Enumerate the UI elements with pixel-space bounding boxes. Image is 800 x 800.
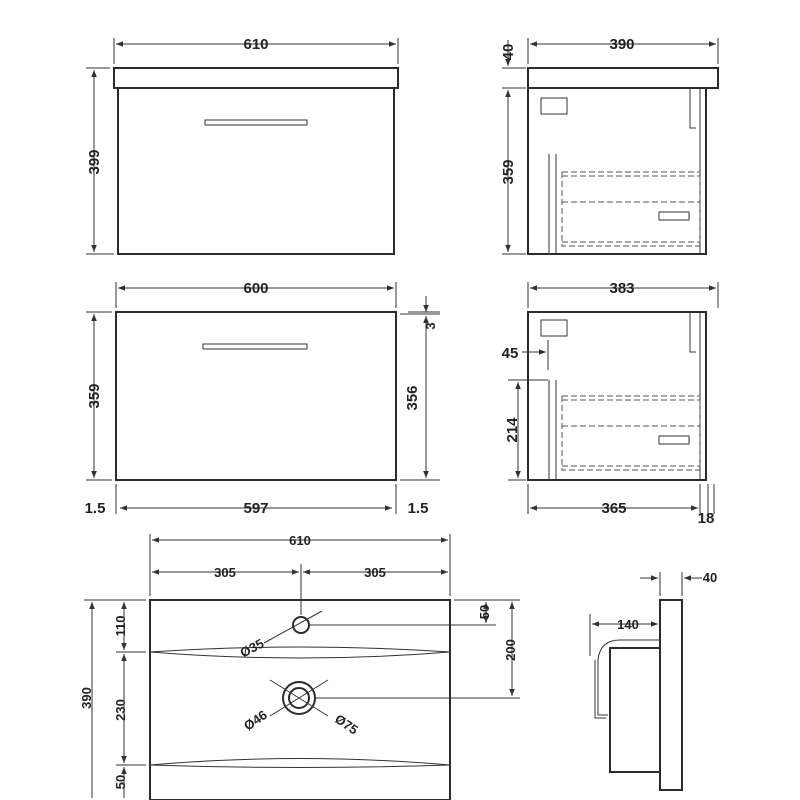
front-worktop: [113, 67, 399, 89]
side-carcass: [527, 87, 707, 255]
carcass-drawer-depth-label: 365: [601, 500, 626, 517]
section-wall: [659, 599, 683, 791]
basin-section-view: 40 140: [589, 570, 717, 791]
waste-outer-diameter-label: Ø75: [332, 711, 361, 737]
side-depth-label: 390: [609, 36, 634, 53]
basin-bowl-top-edge: [149, 651, 451, 659]
carcass-front-handle: [202, 343, 308, 350]
carcass-side-view: 383 45 214 365 18: [502, 280, 719, 527]
carcass-side-right-label: 1.5: [408, 500, 429, 517]
carcass-top-gap-label: 3: [423, 322, 438, 329]
waste-inner-diameter-label: Ø46: [241, 707, 270, 733]
section-bowl: [609, 647, 660, 773]
side-height-label: 359: [500, 159, 517, 184]
carcass-drawer-height-label: 214: [504, 417, 521, 443]
basin-seg-bottom-label: 50: [113, 775, 128, 789]
basin-seg-mid-label: 230: [113, 699, 128, 721]
front-height-label: 399: [86, 149, 103, 174]
side-worktop: [527, 67, 719, 89]
carcass-front-view: 600 359 356 3 597 1.5 1.5: [85, 280, 440, 517]
section-thickness-label: 40: [703, 570, 717, 585]
basin-width-label: 610: [289, 533, 311, 548]
carcass-height-right-label: 356: [404, 385, 421, 410]
front-handle: [204, 119, 308, 126]
waste-inner: [288, 687, 310, 709]
carcass-front-body: [115, 311, 397, 481]
carcass-side-body: [527, 311, 707, 481]
side-view: 390 40 359: [500, 36, 719, 255]
basin-bowl-bottom-edge: [149, 758, 451, 766]
basin-outline: [149, 599, 451, 800]
basin-half-left-label: 305: [214, 565, 236, 580]
section-depth-label: 140: [617, 617, 639, 632]
tap-hole-diameter-label: Ø35: [238, 636, 267, 661]
carcass-width-label: 600: [243, 280, 268, 297]
carcass-side-bracket: [540, 319, 568, 337]
front-view: 610 399: [86, 36, 399, 255]
carcass-side-drawer-slot: [658, 435, 690, 445]
carcass-back-gap-label: 18: [698, 510, 715, 527]
basin-tap-offset-label: 50: [477, 605, 492, 619]
front-width-label: 610: [243, 36, 268, 53]
carcass-inner-width-label: 597: [243, 500, 268, 517]
basin-depth-label: 390: [79, 687, 94, 709]
carcass-height-left-label: 359: [86, 383, 103, 408]
carcass-drawer-offset-label: 45: [502, 345, 519, 362]
basin-half-right-label: 305: [364, 565, 386, 580]
basin-plan-view: 610 305 305 390 110 230 50 50 200 Ø35: [79, 533, 520, 800]
side-top-thickness-label: 40: [500, 44, 517, 61]
front-carcass: [117, 87, 395, 255]
basin-seg-top-label: 110: [113, 616, 128, 637]
basin-waste-offset-label: 200: [503, 639, 518, 661]
carcass-side-left-label: 1.5: [85, 500, 106, 517]
carcass-side-depth-label: 383: [609, 280, 634, 297]
side-bracket: [540, 97, 568, 115]
side-drawer-slot: [658, 211, 690, 221]
